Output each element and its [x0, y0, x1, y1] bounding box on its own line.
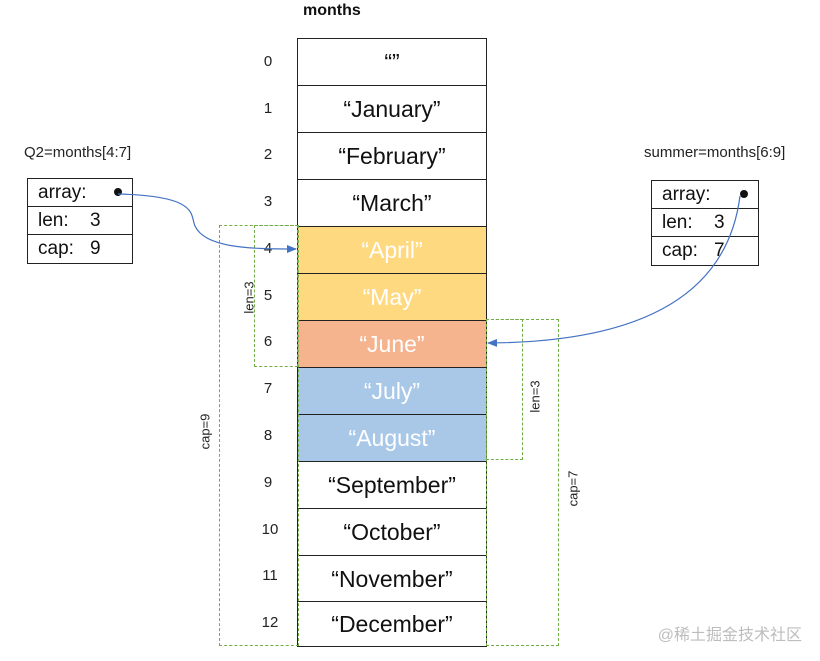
- summer-len-row: len: 3: [652, 209, 758, 237]
- array-cell: “November”: [297, 555, 487, 603]
- q2-slice-label: Q2=months[4:7]: [24, 144, 132, 161]
- array-cell: “June”: [297, 320, 487, 368]
- summer-cap-key: cap:: [662, 240, 698, 261]
- q2-len-value: 3: [90, 209, 101, 231]
- array-title: months: [303, 2, 361, 19]
- array-cell: “October”: [297, 508, 487, 556]
- q2-cap-key: cap:: [38, 238, 74, 259]
- index-label: 7: [263, 380, 273, 397]
- pointer-dot-icon: [740, 190, 748, 198]
- index-label: 3: [263, 193, 273, 210]
- q2-cap-value: 9: [90, 238, 101, 259]
- summer-array-row: array:: [652, 181, 758, 209]
- q2-array-key: array:: [38, 181, 87, 203]
- index-label: 5: [263, 287, 273, 304]
- summer-pointer-arrow: [487, 195, 741, 347]
- summer-slice-header: array: len: 3 cap: 7: [651, 180, 759, 266]
- index-label: 1: [263, 100, 273, 117]
- summer-len-key: len:: [662, 211, 693, 233]
- index-label: 10: [261, 521, 279, 538]
- summer-cap-range: [486, 319, 559, 646]
- watermark: @稀土掘金技术社区: [657, 627, 802, 644]
- array-cell: “December”: [297, 601, 487, 647]
- summer-cap-value: 7: [714, 240, 725, 261]
- q2-slice-header: array: len: 3 cap: 9: [27, 178, 133, 264]
- index-label: 11: [262, 567, 278, 584]
- array-cell: “February”: [297, 132, 487, 180]
- q2-cap-row: cap: 9: [28, 235, 132, 263]
- summer-array-key: array:: [662, 183, 711, 205]
- index-label: 6: [263, 333, 273, 350]
- pointer-dot-icon: [114, 188, 122, 196]
- summer-len-value: 3: [714, 211, 725, 233]
- array-cell: “September”: [297, 461, 487, 509]
- index-label: 8: [263, 427, 273, 444]
- array-cell: “April”: [297, 226, 487, 274]
- array-cell: “August”: [297, 414, 487, 462]
- q2-pointer-arrow: [117, 193, 297, 253]
- index-label: 0: [263, 53, 273, 70]
- array-cell: “January”: [297, 85, 487, 133]
- array-cell: “May”: [297, 273, 487, 321]
- q2-len-range: [254, 225, 298, 367]
- array-cell: “March”: [297, 179, 487, 227]
- index-label: 12: [261, 614, 279, 631]
- summer-slice-label: summer=months[6:9]: [644, 144, 786, 161]
- q2-len-key: len:: [38, 209, 69, 231]
- q2-array-row: array:: [28, 179, 132, 207]
- summer-cap-row: cap: 7: [652, 237, 758, 265]
- index-label: 2: [263, 146, 273, 163]
- index-label: 9: [263, 474, 273, 491]
- q2-len-row: len: 3: [28, 207, 132, 235]
